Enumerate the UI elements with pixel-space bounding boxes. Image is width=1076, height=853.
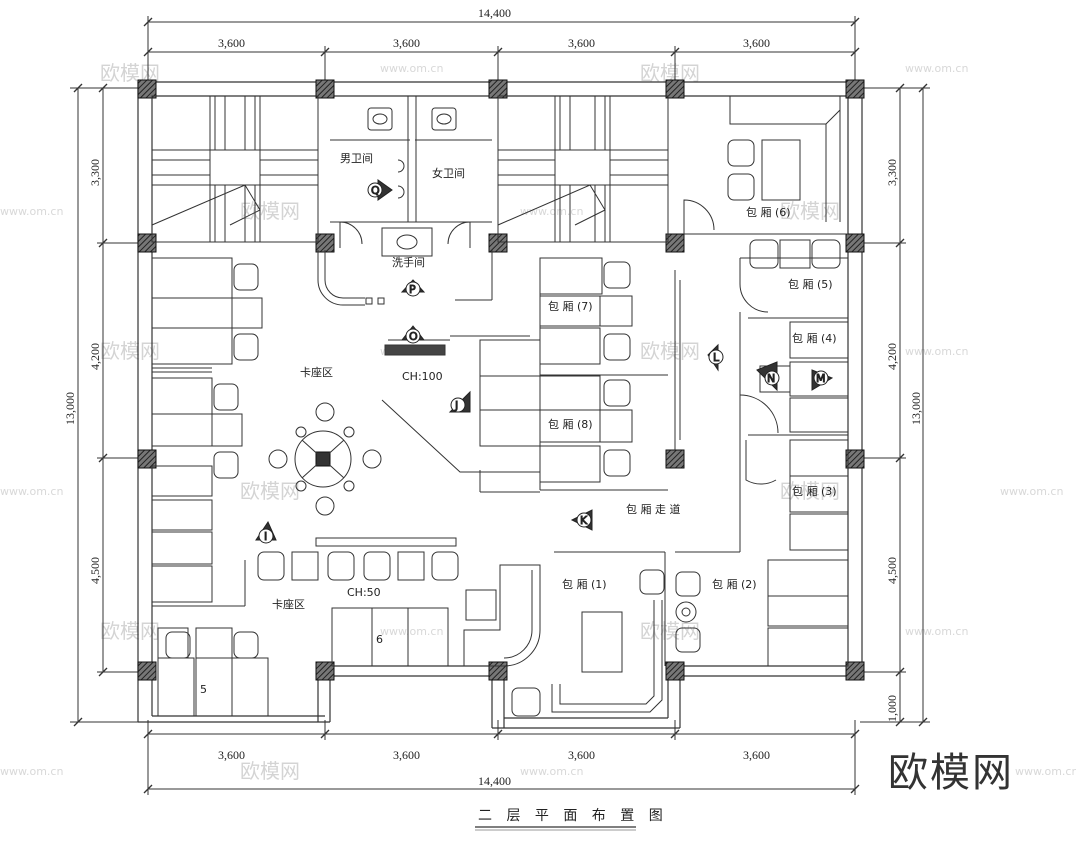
watermark-url: www.om.cn	[380, 62, 443, 75]
view-markers: Q P O J L N M K I	[255, 179, 834, 544]
dim-bay-3-top: 3,600	[568, 36, 595, 50]
view-marker-label: L	[713, 351, 720, 364]
label-private-room-1: 包 厢 (1)	[562, 578, 607, 591]
round-table	[268, 402, 382, 516]
watermark: 欧模网	[240, 199, 300, 223]
private-room-3	[745, 439, 849, 551]
label-private-room-2: 包 厢 (2)	[712, 578, 757, 591]
view-marker-n: N	[756, 361, 780, 392]
view-marker-j: J	[448, 390, 471, 413]
dim-row-mid-right: 4,200	[885, 343, 899, 370]
watermark-url: www.om.cn	[0, 485, 63, 498]
dim-total-width-top: 14,400	[478, 6, 511, 20]
dim-bay-1-bottom: 3,600	[218, 748, 245, 762]
drawing-title: 二 层 平 面 布 置 图	[478, 808, 668, 824]
private-room-4	[739, 321, 849, 434]
view-marker-label: P	[409, 283, 416, 296]
dim-bay-2-bottom: 3,600	[393, 748, 420, 762]
label-capacity-upper: CH:100	[402, 370, 443, 383]
watermark-url: www.om.cn	[0, 205, 63, 218]
watermarks: 欧模网 欧模网 www.om.cn www.om.cn 欧模网 欧模网 www.…	[0, 61, 1076, 783]
watermark: 欧模网	[640, 339, 700, 363]
booth-seating-left	[151, 257, 269, 717]
watermark: 欧模网	[640, 619, 700, 643]
label-private-room-7: 包 厢 (7)	[548, 300, 593, 313]
label-private-room-8: 包 厢 (8)	[548, 418, 593, 431]
view-marker-i: I	[255, 520, 277, 544]
view-marker-label: Q	[371, 184, 380, 197]
dim-row-bottom-right: 4,500	[885, 557, 899, 584]
view-marker-label: K	[580, 514, 588, 527]
dim-total-width-bottom: 14,400	[478, 774, 511, 788]
dim-total-depth-right: 13,000	[909, 392, 923, 425]
dimension-ticks	[73, 17, 928, 794]
label-wash-room: 洗手间	[392, 255, 425, 269]
dim-row-top-right: 3,300	[885, 159, 899, 186]
label-private-room-6: 包 厢 (6)	[746, 206, 791, 219]
restroom-block	[317, 96, 493, 306]
view-marker-label: M	[816, 372, 826, 385]
view-marker-p: P	[400, 279, 426, 297]
dim-bay-3-bottom: 3,600	[568, 748, 595, 762]
dim-row-tail-right: 1,000	[885, 695, 899, 722]
view-marker-label: J	[454, 399, 458, 412]
watermark: 欧模网	[100, 339, 160, 363]
private-rooms-7-8	[479, 257, 633, 483]
dim-total-depth-left: 13,000	[63, 392, 77, 425]
label-womens-restroom: 女卫间	[432, 166, 465, 180]
dim-row-mid-left: 4,200	[88, 343, 102, 370]
dim-bay-4-top: 3,600	[743, 36, 770, 50]
view-marker-label: N	[767, 372, 775, 385]
label-private-room-5: 包 厢 (5)	[788, 278, 833, 291]
private-room-5	[739, 239, 841, 313]
watermark: 欧模网	[240, 479, 300, 503]
watermark: 欧模网	[100, 619, 160, 643]
dim-row-bottom-left: 4,500	[88, 557, 102, 584]
watermark-url: www.om.cn	[905, 62, 968, 75]
private-room-6	[683, 96, 841, 234]
table-number-6: 6	[376, 633, 383, 646]
dim-bay-4-bottom: 3,600	[743, 748, 770, 762]
dim-row-top-left: 3,300	[88, 159, 102, 186]
dim-bay-1-top: 3,600	[218, 36, 245, 50]
watermark: 欧模网	[780, 199, 840, 223]
staircase-right	[497, 95, 669, 243]
view-marker-q: Q	[367, 179, 393, 201]
watermark: 欧模网	[240, 759, 300, 783]
brand-logo: 欧模网	[888, 750, 1014, 796]
booth-seating-lower	[257, 537, 541, 667]
watermark-url: www.om.cn	[0, 765, 63, 778]
view-marker-label: O	[409, 330, 418, 343]
private-room-1	[511, 569, 665, 717]
label-capacity-lower: CH:50	[347, 586, 381, 599]
watermark-url: www.om.cn	[520, 765, 583, 778]
view-marker-o: O	[400, 325, 426, 344]
view-marker-m: M	[811, 369, 834, 391]
dimension-lines	[70, 16, 930, 795]
label-mens-restroom: 男卫间	[340, 152, 373, 165]
label-booth-area-lower: 卡座区	[272, 597, 305, 611]
dim-bay-2-top: 3,600	[393, 36, 420, 50]
label-private-room-3: 包 厢 (3)	[792, 485, 837, 498]
watermark-url: www.om.cn	[1000, 485, 1063, 498]
private-room-2	[675, 559, 849, 667]
label-private-room-4: 包 厢 (4)	[792, 332, 837, 345]
view-marker-k: K	[570, 509, 593, 531]
view-marker-l: L	[707, 343, 724, 372]
view-marker-label: I	[264, 530, 267, 543]
staircase-left	[151, 95, 319, 243]
watermark-url: www.om.cn	[905, 625, 968, 638]
label-corridor: 包 厢 走 道	[626, 502, 681, 516]
watermark-url: www.om.cn	[1015, 765, 1076, 778]
label-booth-area-upper: 卡座区	[300, 365, 333, 379]
watermark-url: www.om.cn	[380, 625, 443, 638]
watermark-url: www.om.cn	[905, 345, 968, 358]
table-number-5: 5	[200, 683, 207, 696]
